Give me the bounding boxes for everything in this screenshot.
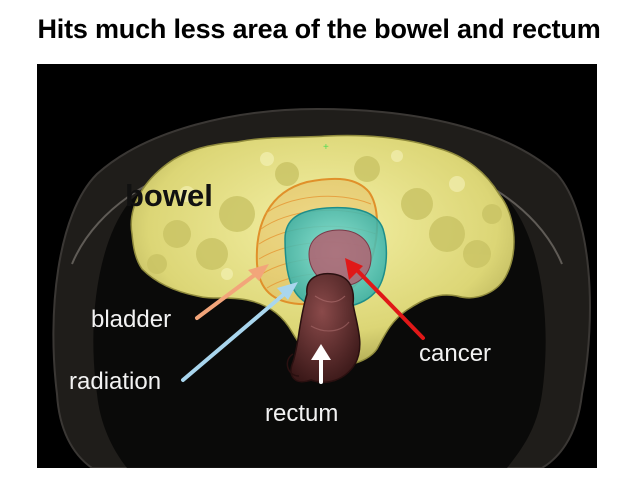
label-bladder: bladder <box>91 306 172 333</box>
label-cancer: cancer <box>419 340 492 367</box>
slide-title: Hits much less area of the bowel and rec… <box>37 14 601 44</box>
cancer-arrow <box>345 258 425 340</box>
ct-render-image: + bowel bladder radiation cancer rectum <box>37 64 597 468</box>
marker-icon: + <box>323 142 329 153</box>
label-radiation: radiation <box>69 368 162 395</box>
label-rectum: rectum <box>265 400 339 427</box>
radiation-arrow <box>181 282 298 382</box>
bladder-arrow <box>195 264 269 320</box>
rectum-organ <box>286 272 361 384</box>
anatomy-illustration: + <box>52 107 591 468</box>
rectum-arrow <box>311 344 331 384</box>
label-bowel: bowel <box>125 178 213 213</box>
